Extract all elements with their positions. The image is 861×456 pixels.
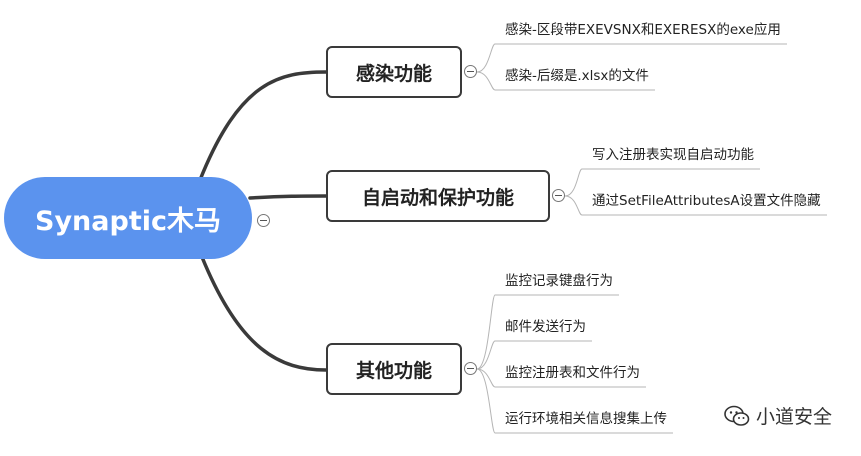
branch-autostart[interactable]: 自启动和保护功能	[326, 170, 550, 222]
root-link-infection	[198, 70, 328, 182]
leaf-item[interactable]: 监控注册表和文件行为	[505, 365, 640, 381]
branch-other[interactable]: 其他功能	[326, 343, 462, 395]
branch-autostart-label: 自启动和保护功能	[361, 186, 514, 209]
leaf-item[interactable]: 通过SetFileAttributesA设置文件隐藏	[592, 193, 821, 209]
root-link-other	[200, 255, 328, 372]
leaf-connector	[476, 71, 655, 91]
branch-infection[interactable]: 感染功能	[326, 46, 462, 98]
branch-other-collapse-icon[interactable]	[464, 362, 477, 375]
leaf-item[interactable]: 感染-后缀是.xlsx的文件	[505, 68, 649, 84]
leaf-item[interactable]: 感染-区段带EXEVSNX和EXERESX的exe应用	[505, 22, 781, 38]
leaf-connector	[476, 43, 787, 73]
branch-autostart-collapse-icon[interactable]	[552, 189, 565, 202]
leaf-connector	[564, 195, 827, 216]
wechat-icon	[724, 405, 750, 426]
watermark: 小道安全	[724, 402, 832, 429]
leaf-connector	[564, 168, 760, 197]
leaf-item[interactable]: 邮件发送行为	[505, 319, 586, 335]
leaf-item[interactable]: 运行环境相关信息搜集上传	[505, 411, 667, 427]
leaf-connector	[476, 368, 673, 434]
branch-other-label: 其他功能	[355, 359, 432, 382]
leaf-item[interactable]: 写入注册表实现自启动功能	[592, 147, 754, 163]
leaf-item[interactable]: 监控记录键盘行为	[505, 273, 613, 289]
branch-infection-label: 感染功能	[355, 62, 432, 85]
root-link-autostart	[248, 194, 328, 200]
leaf-connector	[476, 368, 646, 388]
branch-infection-collapse-icon[interactable]	[464, 65, 477, 78]
watermark-text: 小道安全	[756, 406, 833, 428]
root-node[interactable]: Synaptic木马	[4, 177, 252, 259]
leaf-connector	[476, 294, 619, 370]
leaf-connector	[476, 340, 592, 370]
leaf-connectors	[476, 43, 827, 434]
root-collapse-icon[interactable]	[257, 214, 270, 227]
